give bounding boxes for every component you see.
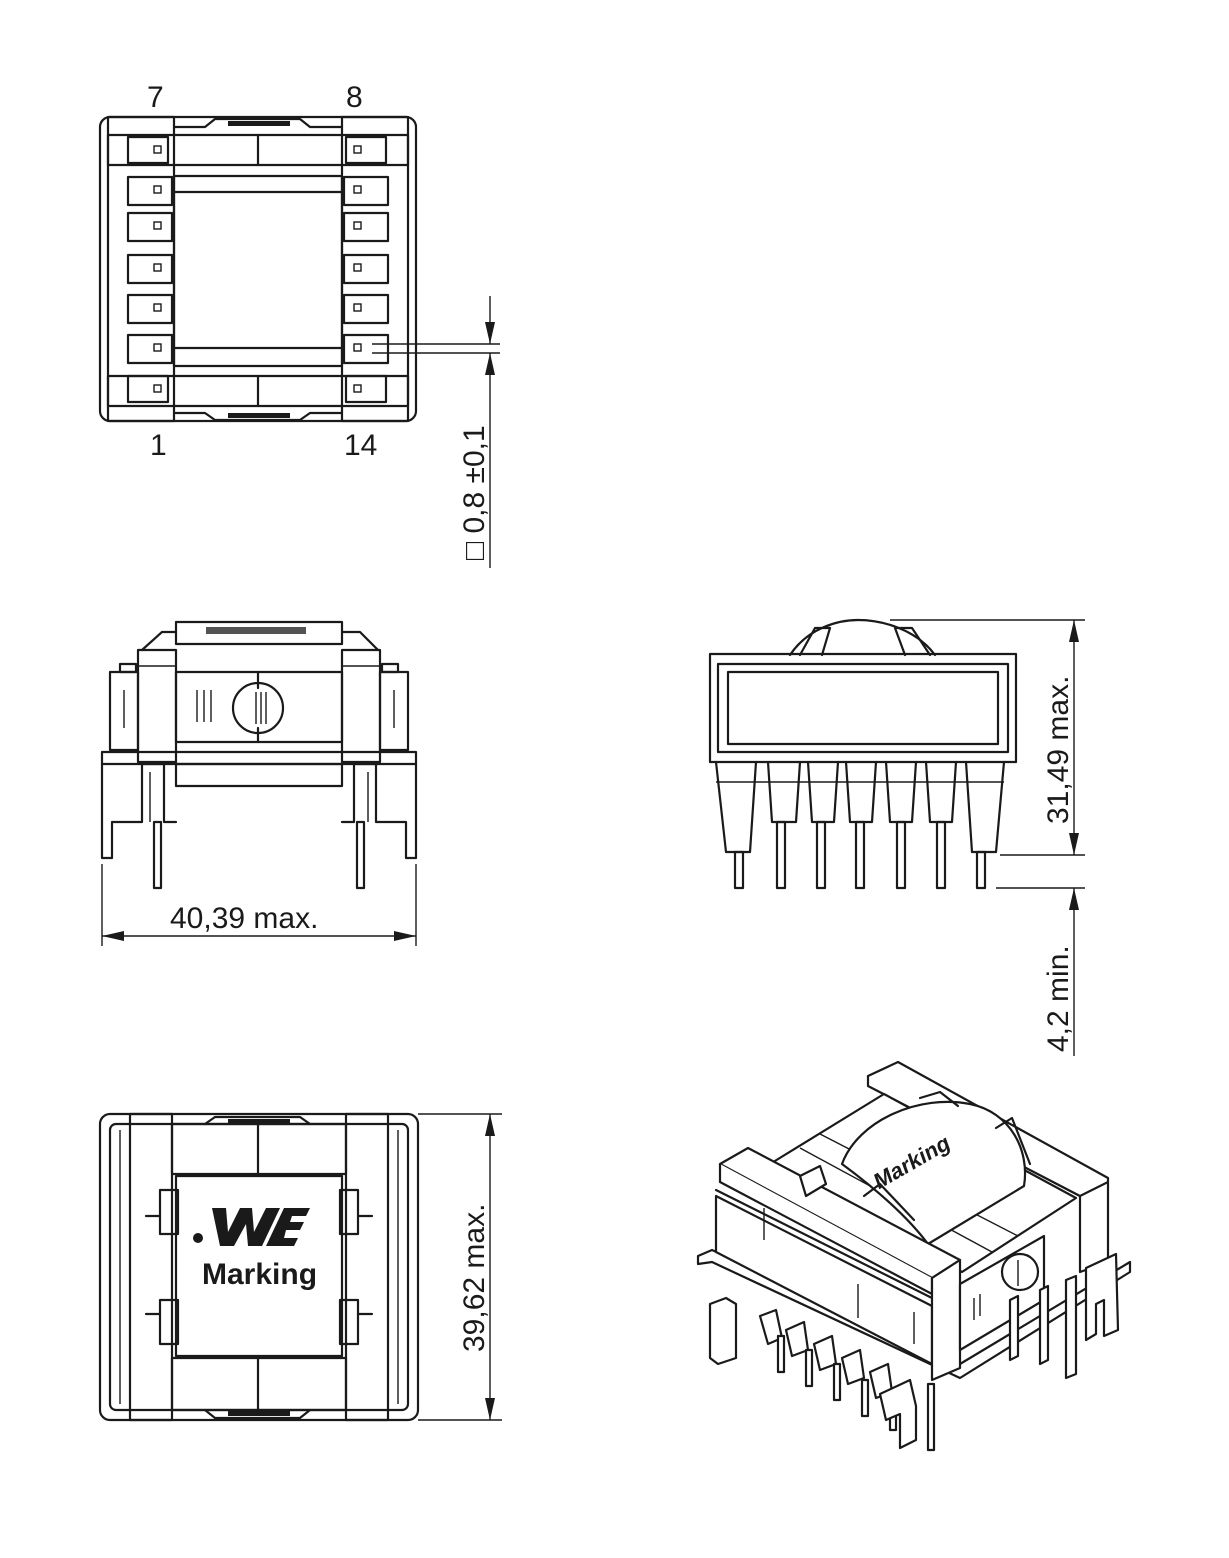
pin-label-14: 14 [344, 429, 377, 462]
bottom-view: 7 8 1 14 □ 0,8 ±0,1 [98, 81, 500, 568]
front-pin-row [714, 760, 1006, 890]
pin-label-8: 8 [346, 81, 363, 114]
depth-label: 39,62 max. [458, 1204, 491, 1352]
pin-square-label: □ 0,8 ±0,1 [458, 425, 491, 560]
top-view: Marking 39,62 max. [98, 1112, 502, 1422]
isometric-view: Marking [696, 1060, 1132, 1452]
marking-label: Marking [202, 1258, 317, 1291]
left-pin-row [126, 135, 174, 404]
front-view: 31,49 max. 4,2 min. [708, 618, 1085, 1056]
depth-dimension: 39,62 max. [418, 1113, 502, 1421]
height-dimension: 31,49 max. [1000, 620, 1085, 856]
iso-pin-row [708, 1296, 936, 1452]
pin-square-dimension: □ 0,8 ±0,1 [372, 296, 500, 568]
height-label: 31,49 max. [1042, 676, 1075, 824]
pin-length-dimension: 4,2 min. [996, 887, 1085, 1056]
width-dimension: 40,39 max. [101, 864, 417, 946]
pin-label-7: 7 [147, 81, 164, 114]
pin-length-label: 4,2 min. [1042, 945, 1075, 1052]
we-logo-icon [193, 1208, 310, 1246]
right-pin-row [342, 135, 390, 404]
side-view: 40,39 max. [100, 620, 418, 946]
width-label: 40,39 max. [170, 902, 318, 935]
pin-label-1: 1 [150, 429, 167, 462]
